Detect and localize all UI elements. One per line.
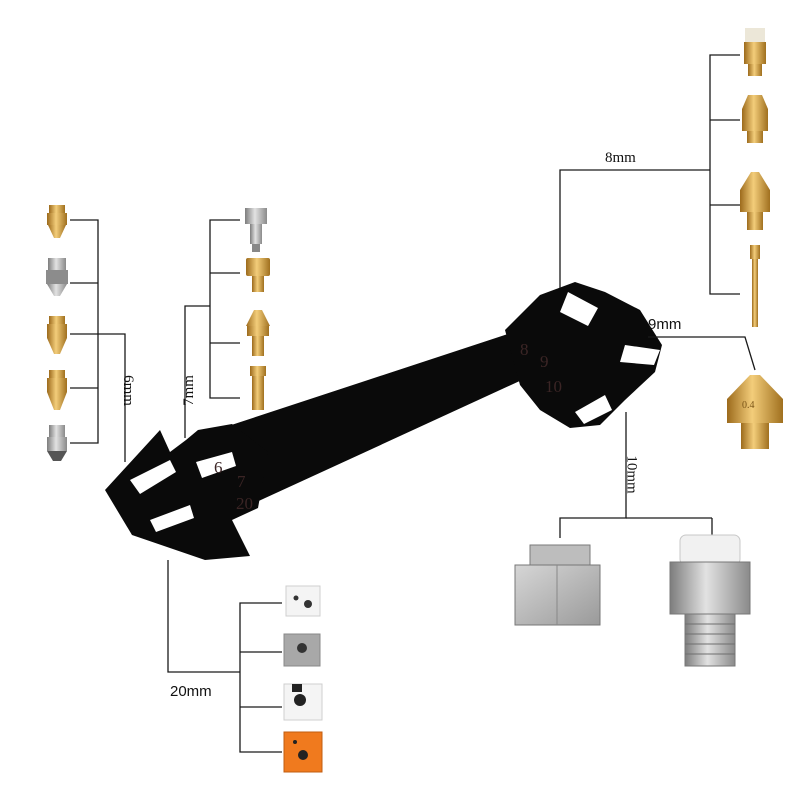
nozzle-7mm-1 [245, 208, 267, 252]
heater-block-3 [283, 683, 323, 721]
wrench [105, 282, 662, 560]
nozzle-6mm-3 [47, 316, 67, 354]
wrench-small-head [105, 424, 268, 560]
wrench-large-head [505, 282, 662, 428]
wrench-number-20: 20 [236, 494, 253, 513]
nozzle-7mm-4 [250, 366, 266, 410]
heater-block-4 [283, 731, 323, 773]
nozzle-marking: 0.4 [742, 400, 755, 411]
nozzle-8mm-1 [742, 95, 768, 143]
leader-lines [70, 54, 756, 753]
pneumatic-fitting-large [669, 534, 751, 667]
label-7mm: 7mm [180, 375, 197, 406]
heater-block-1 [285, 585, 321, 617]
heater-block-2 [283, 633, 321, 667]
nozzle-6mm-5 [47, 425, 67, 461]
wrench-number-8: 8 [520, 340, 529, 359]
wrench-handle [210, 330, 548, 505]
wrench-number-7: 7 [237, 472, 246, 491]
label-10mm: 10mm [623, 455, 640, 494]
nozzle-8mm-2 [740, 172, 770, 230]
label-6mm: 6mm [119, 375, 136, 406]
nozzle-7mm-2 [246, 258, 270, 292]
pneumatic-fitting-small [744, 28, 766, 76]
label-9mm: 9mm [648, 316, 682, 333]
wrench-number-10: 10 [545, 377, 562, 396]
wrench-number-6: 6 [214, 458, 223, 477]
heatsink-coupler [514, 544, 601, 626]
nozzle-6mm-4 [47, 370, 67, 410]
nozzle-6mm-2 [46, 258, 68, 296]
nozzle-8mm-3 [750, 245, 760, 327]
nozzle-7mm-3 [246, 310, 270, 356]
nozzle-6mm-1 [47, 205, 67, 238]
label-20mm: 20mm [170, 683, 212, 700]
label-8mm: 8mm [605, 150, 636, 166]
nozzle-9mm [727, 375, 783, 449]
wrench-number-9: 9 [540, 352, 549, 371]
